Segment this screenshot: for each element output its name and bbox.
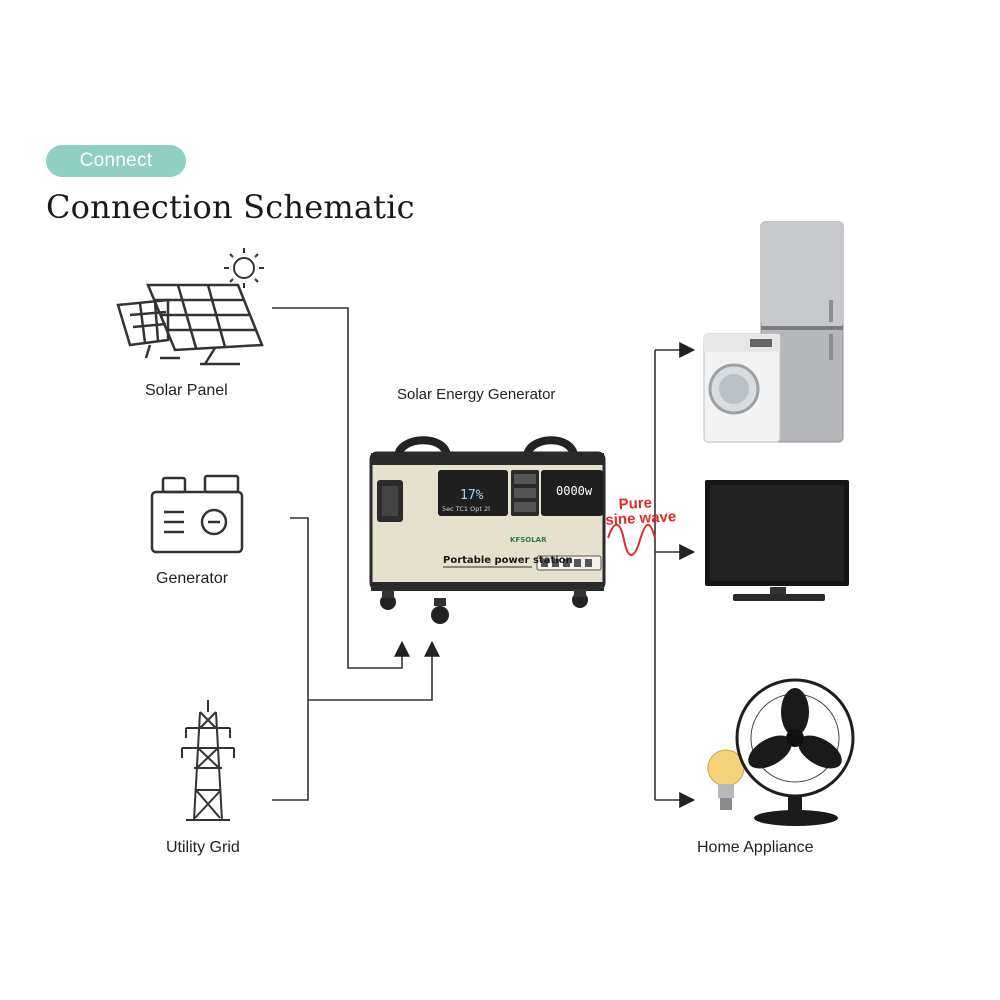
pure-sine-wave-label: Pure sine wave (604, 494, 677, 529)
transmission-tower-icon (181, 700, 235, 821)
label-generator: Generator (156, 570, 229, 587)
connect-tag: Connect (46, 145, 186, 177)
light-bulb-icon (707, 749, 745, 810)
generator-icon (150, 474, 244, 554)
refrigerator-icon (760, 221, 844, 443)
page-title: Connection Schematic (46, 188, 415, 226)
fan-icon (735, 678, 855, 826)
device-caption: Portable power station (443, 555, 573, 566)
device-brand: KFSOLAR (510, 536, 547, 544)
solar-panel-icon (116, 283, 264, 366)
tv-icon (705, 480, 849, 601)
washing-machine-icon (703, 333, 781, 443)
screen-right-value: 0000w (556, 484, 593, 498)
screen-left-percent: 17% (460, 488, 484, 503)
connection-wires (272, 307, 696, 808)
label-home-appliance: Home Appliance (697, 839, 814, 856)
label-solar-panel: Solar Panel (145, 382, 228, 399)
sine-wave-icon (607, 523, 656, 556)
screen-left-sub: 5ec TC1 Opt 2l (442, 505, 490, 513)
label-solar-energy-generator: Solar Energy Generator (397, 386, 556, 403)
power-station-device (369, 436, 606, 624)
sun-icon (224, 248, 264, 288)
label-utility-grid: Utility Grid (166, 839, 240, 856)
sine-label-line2: sine wave (604, 508, 677, 529)
